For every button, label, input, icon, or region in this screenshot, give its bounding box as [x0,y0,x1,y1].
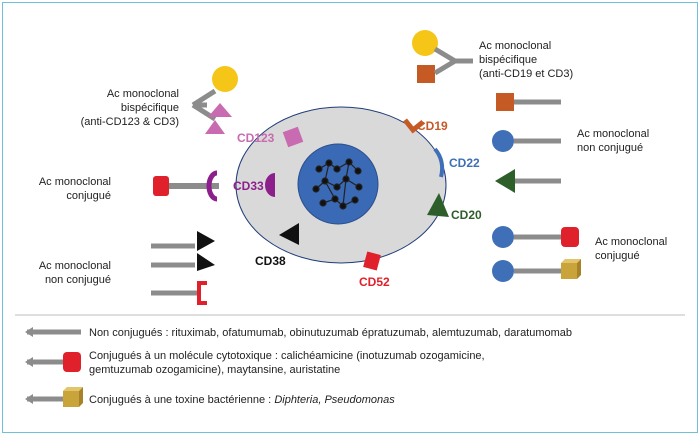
legend-cytotoxic-icon [25,352,81,372]
bispecific-antibody-left [191,66,238,134]
cd22-receptor [433,147,445,178]
conj-right-label-2: conjugué [595,250,640,262]
cd20-receptor [427,193,449,217]
nonconjugated-antibody-cd19 [496,93,561,111]
legend-toxin-italic: Diphteria, Pseudomonas [274,394,395,406]
bispecific-antibody-right [412,30,473,83]
nonconjugated-antibody-cd52 [151,281,207,305]
conj-left-label-1: Ac monoclonal [39,176,111,188]
cd52-receptor [363,251,381,271]
bispec-right-label-2: bispécifique [479,54,537,66]
bispec-right-label-1: Ac monoclonal [479,40,551,52]
nonconjugated-antibody-cd22 [492,130,561,152]
cd19-receptor [403,118,425,134]
nonconj-right-label-2: non conjugué [577,142,643,154]
cd33-label: CD33 [233,179,264,193]
antibody-diagram: CD123 CD19 CD22 CD20 CD33 CD38 CD52 Ac m… [15,30,685,407]
nonconj-left-label-1: Ac monoclonal [39,260,111,272]
nonconj-right-label-1: Ac monoclonal [577,128,649,140]
cd19-label: CD19 [417,119,448,133]
legend-nonconj-icon [25,327,81,337]
legend-toxin-icon [25,387,83,407]
conj-left-label-2: conjugué [66,190,111,202]
cd22-label: CD22 [449,156,480,170]
cd20-label: CD20 [451,208,482,222]
chromatin-network [312,158,363,210]
bispec-left-label-2: bispécifique [121,102,179,114]
legend-toxin-prefix: Conjugués à une toxine bactérienne : [89,394,274,406]
cd52-label: CD52 [359,275,390,289]
cd33-receptor [265,173,275,197]
conjugated-antibody-cd33 [153,170,219,202]
cd38-receptor [279,223,299,245]
bispec-right-label-3: (anti-CD19 et CD3) [479,68,573,80]
legend-nonconj-text: Non conjugués : rituximab, ofatumumab, o… [89,327,572,339]
bispec-left-label-1: Ac monoclonal [107,88,179,100]
nonconjugated-antibody-cd20 [495,169,561,193]
nonconj-left-label-2: non conjugué [45,274,111,286]
conjugated-antibody-cytotoxic [492,226,579,248]
legend-toxin-text: Conjugués à une toxine bactérienne : Dip… [89,394,395,406]
conjugated-antibody-toxin [492,259,581,282]
legend-cytotoxic-text-2: gemtuzumab ozogamicine), maytansine, aur… [89,364,340,376]
cd38-label: CD38 [255,254,286,268]
bispec-left-label-3: (anti-CD123 & CD3) [81,116,179,128]
conj-right-label-1: Ac monoclonal [595,236,667,248]
cd123-receptor [282,126,304,148]
cd123-label: CD123 [237,131,275,145]
legend-cytotoxic-text-1: Conjugués à un molécule cytotoxique : ca… [89,350,485,362]
nonconjugated-antibody-cd38 [151,231,215,271]
